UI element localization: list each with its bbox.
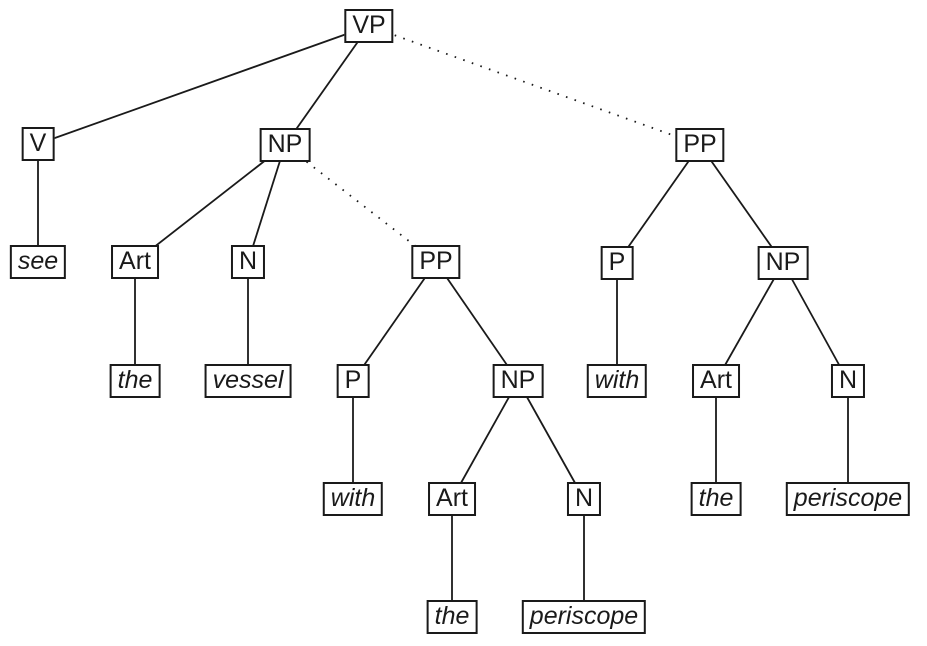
tree-node-label: the bbox=[698, 484, 734, 512]
tree-node-label: V bbox=[29, 129, 47, 157]
tree-node-label: VP bbox=[352, 11, 386, 39]
tree-node-label: NP bbox=[267, 130, 303, 158]
tree-node-label: the bbox=[117, 366, 153, 394]
tree-node-art2: Art bbox=[428, 482, 476, 516]
tree-node-label: NP bbox=[765, 248, 801, 276]
tree-node-label: NP bbox=[500, 366, 536, 394]
tree-node-periscope1: periscope bbox=[521, 600, 647, 634]
tree-node-label: with bbox=[330, 484, 376, 512]
tree-node-label: N bbox=[238, 247, 258, 275]
tree-edge-np2-art2 bbox=[451, 380, 519, 500]
tree-node-the3: the bbox=[690, 482, 742, 516]
tree-edge-np1-art1 bbox=[134, 144, 286, 263]
tree-node-label: periscope bbox=[793, 484, 903, 512]
tree-edge-vp-pp2 bbox=[368, 25, 701, 146]
tree-node-label: with bbox=[594, 366, 640, 394]
tree-node-art1: Art bbox=[111, 245, 159, 279]
tree-node-label: periscope bbox=[529, 602, 639, 630]
tree-node-vessel: vessel bbox=[204, 364, 292, 398]
tree-edge-pp1-p1 bbox=[352, 261, 437, 382]
tree-edge-pp1-np2 bbox=[435, 261, 519, 382]
tree-node-label: N bbox=[838, 366, 858, 394]
tree-edge-np3-n3 bbox=[782, 262, 849, 382]
tree-node-np3: NP bbox=[757, 246, 809, 280]
tree-node-np2: NP bbox=[492, 364, 544, 398]
tree-edge-vp-v bbox=[37, 25, 370, 145]
tree-node-p2: P bbox=[600, 246, 634, 280]
tree-node-periscope2: periscope bbox=[785, 482, 911, 516]
tree-node-n1: N bbox=[230, 245, 266, 279]
tree-edge-np3-art3 bbox=[715, 262, 784, 382]
tree-node-label: Art bbox=[119, 247, 151, 275]
tree-node-label: vessel bbox=[212, 366, 284, 394]
tree-node-p1: P bbox=[336, 364, 370, 398]
tree-node-n2: N bbox=[566, 482, 602, 516]
tree-edge-vp-np1 bbox=[284, 25, 370, 146]
tree-node-the2: the bbox=[426, 600, 478, 634]
tree-node-pp1: PP bbox=[411, 245, 461, 279]
tree-node-label: P bbox=[344, 366, 362, 394]
tree-node-label: Art bbox=[436, 484, 468, 512]
tree-edge-np2-n2 bbox=[517, 380, 585, 500]
tree-node-label: the bbox=[434, 602, 470, 630]
tree-node-label: P bbox=[608, 248, 626, 276]
tree-node-label: PP bbox=[419, 247, 453, 275]
tree-node-vp: VP bbox=[344, 9, 394, 43]
tree-node-with2: with bbox=[586, 364, 648, 398]
tree-edge-np1-n1 bbox=[247, 144, 286, 263]
tree-node-np1: NP bbox=[259, 128, 311, 162]
tree-node-pp2: PP bbox=[675, 128, 725, 162]
tree-edge-pp2-np3 bbox=[699, 144, 784, 264]
tree-node-label: PP bbox=[683, 130, 717, 158]
tree-node-v: V bbox=[21, 127, 55, 161]
tree-node-label: Art bbox=[700, 366, 732, 394]
tree-node-n3: N bbox=[830, 364, 866, 398]
tree-node-with1: with bbox=[322, 482, 384, 516]
tree-node-art3: Art bbox=[692, 364, 740, 398]
tree-node-the1: the bbox=[109, 364, 161, 398]
tree-node-label: see bbox=[17, 247, 59, 275]
tree-node-see: see bbox=[9, 245, 67, 279]
tree-node-label: N bbox=[574, 484, 594, 512]
tree-edge-pp2-p2 bbox=[616, 144, 701, 264]
